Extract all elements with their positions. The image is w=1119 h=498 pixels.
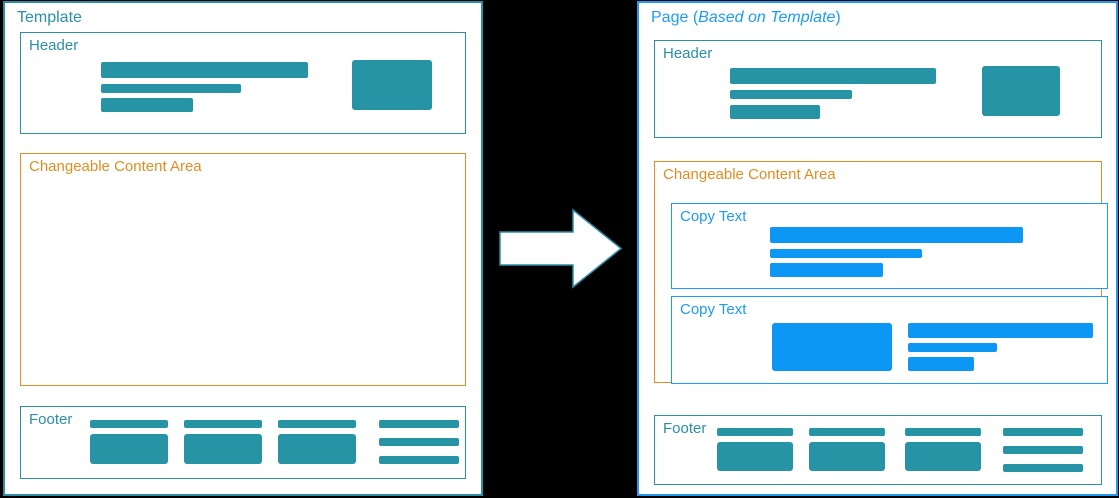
- page-copy-1-bar-medium: [770, 249, 922, 258]
- template-header-bar-long: [101, 62, 308, 78]
- page-footer-column-2-block: [809, 442, 885, 471]
- page-copy-2-bar-short: [908, 357, 974, 371]
- page-copy-2-bar-medium: [908, 343, 997, 352]
- page-footer-link-list-line-1: [1003, 428, 1083, 436]
- template-header-bar-short: [101, 98, 193, 112]
- page-copy-1-bar-short: [770, 263, 883, 277]
- page-copy-text-module-1: Copy Text: [671, 203, 1108, 289]
- template-panel: Template Header Changeable Content Area …: [3, 1, 483, 496]
- page-copy-text-module-2-label: Copy Text: [680, 301, 747, 318]
- template-header-image-block: [352, 60, 432, 110]
- page-header-bar-short: [730, 105, 820, 119]
- page-header-label: Header: [663, 45, 713, 62]
- page-footer-column-3-block: [905, 442, 981, 471]
- page-footer-column-3-heading: [905, 428, 981, 436]
- page-footer-link-list-line-3: [1003, 464, 1083, 472]
- page-title-prefix: Page (: [651, 9, 699, 26]
- template-header-bar-medium: [101, 84, 241, 93]
- template-footer-link-list-line-1: [379, 420, 459, 428]
- page-copy-2-image-block: [772, 323, 892, 371]
- page-copy-text-module-2: Copy Text: [671, 296, 1108, 384]
- template-footer-column-2-block: [184, 434, 262, 464]
- template-footer-link-list-line-3: [379, 456, 459, 464]
- page-content-area-label: Changeable Content Area: [663, 166, 836, 183]
- page-panel-title: Page (Based on Template): [651, 8, 841, 28]
- template-footer-column-2-heading: [184, 420, 262, 428]
- template-footer-column-3-block: [278, 434, 356, 464]
- page-title-suffix: ): [835, 9, 841, 26]
- page-footer-column-1-heading: [717, 428, 793, 436]
- page-panel: Page (Based on Template) Header Changeab…: [637, 1, 1118, 496]
- template-footer-link-list-line-2: [379, 438, 459, 446]
- page-title-italic: Based on Template: [698, 9, 836, 26]
- page-content-area-section: Changeable Content Area Copy Text Copy T…: [654, 161, 1108, 384]
- transform-arrow-container: [490, 206, 630, 291]
- template-footer-section: Footer: [20, 406, 466, 479]
- page-footer-label: Footer: [663, 420, 707, 437]
- page-header-section: Header: [654, 40, 1102, 138]
- page-copy-text-module-1-label: Copy Text: [680, 208, 747, 225]
- template-footer-column-1-heading: [90, 420, 168, 428]
- right-arrow-icon: [499, 208, 623, 289]
- template-content-area-section: Changeable Content Area: [20, 153, 466, 386]
- template-header-section: Header: [20, 32, 466, 134]
- page-footer-link-list-line-2: [1003, 446, 1083, 454]
- page-header-bar-long: [730, 68, 936, 84]
- template-footer-label: Footer: [29, 411, 73, 428]
- page-header-image-block: [982, 66, 1060, 116]
- template-footer-column-3-heading: [278, 420, 356, 428]
- page-footer-column-2-heading: [809, 428, 885, 436]
- template-panel-title: Template: [17, 9, 82, 26]
- template-content-area-label: Changeable Content Area: [29, 158, 202, 175]
- page-footer-section: Footer: [654, 415, 1102, 485]
- page-header-bar-medium: [730, 90, 852, 99]
- template-header-label: Header: [29, 37, 79, 54]
- page-copy-2-bar-long: [908, 323, 1093, 338]
- template-footer-column-1-block: [90, 434, 168, 464]
- page-copy-1-bar-long: [770, 227, 1023, 243]
- page-footer-column-1-block: [717, 442, 793, 471]
